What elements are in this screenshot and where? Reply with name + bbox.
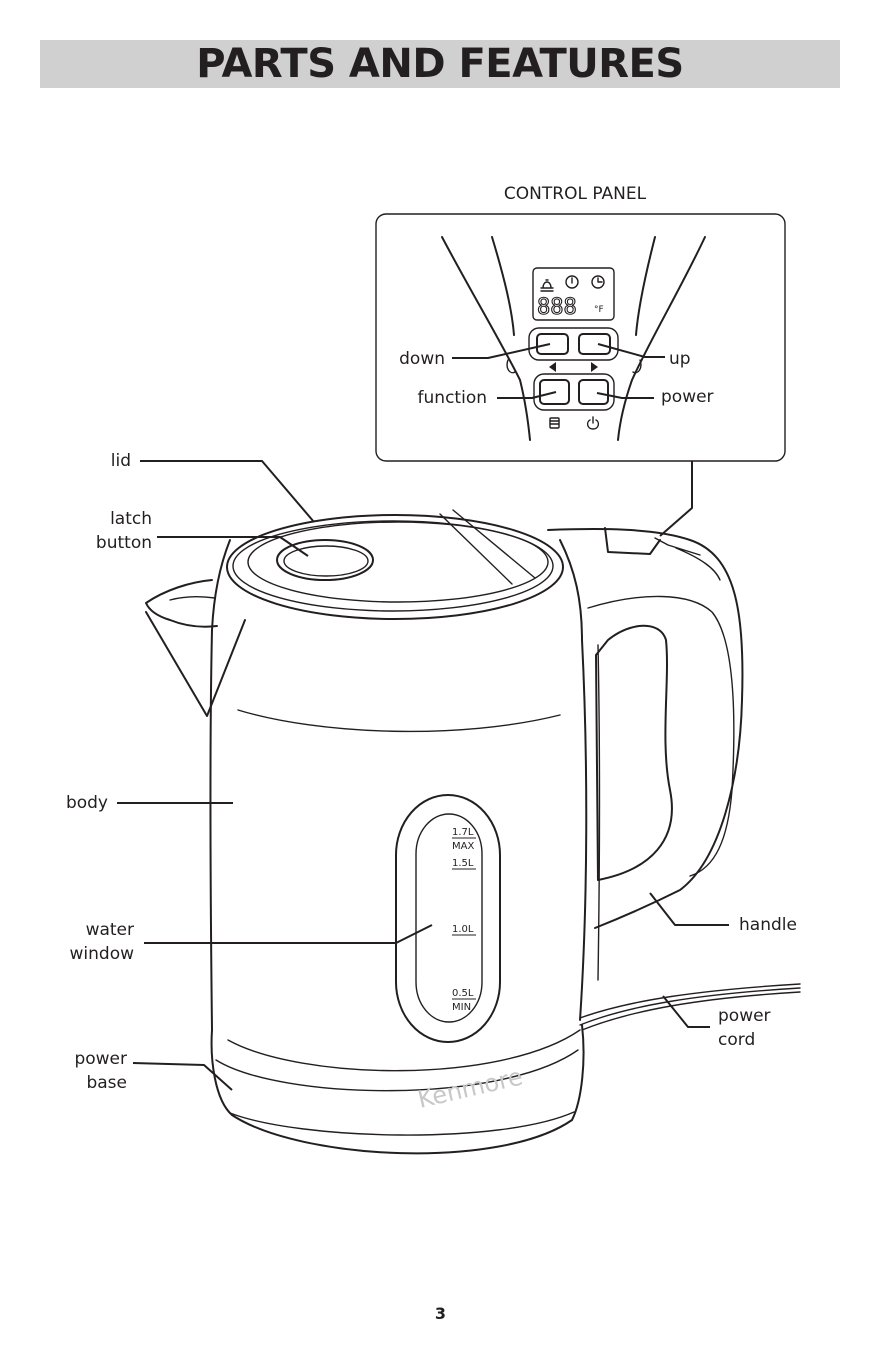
up-label: up xyxy=(669,349,691,369)
control-panel-frame xyxy=(376,214,785,461)
lid-hinge xyxy=(440,510,535,584)
lid-label: lid xyxy=(111,451,131,471)
down-label: down xyxy=(399,349,445,369)
body-label: body xyxy=(66,793,108,813)
latch-label-line2: button xyxy=(96,533,152,553)
kettle-status-icon xyxy=(541,280,553,291)
power-cord-label-line2: cord xyxy=(718,1030,755,1050)
water-window-label-line1: water xyxy=(86,920,134,940)
up-button[interactable] xyxy=(579,334,610,354)
lcd-temp-unit: °F xyxy=(594,305,604,315)
body-upper-seam xyxy=(238,710,560,731)
latch-label-line1: latch xyxy=(110,509,152,529)
lcd-digits: 888 xyxy=(537,295,577,320)
control-panel-heading: CONTROL PANEL xyxy=(504,184,647,204)
function-label: function xyxy=(418,388,487,408)
power-icon xyxy=(588,417,599,429)
mark-max-label: MAX xyxy=(452,841,474,852)
body-right-edge xyxy=(580,640,586,1020)
power-base-label-line2: base xyxy=(86,1073,127,1093)
power-leader xyxy=(597,393,654,398)
timer-icon xyxy=(592,276,604,288)
up-leader xyxy=(598,344,665,357)
left-arrow-icon xyxy=(549,362,556,372)
mark-1-5: 1.5L xyxy=(452,858,474,869)
mark-min-label: MIN xyxy=(452,1002,471,1013)
lid-rim-outer xyxy=(227,515,563,619)
page-number: 3 xyxy=(0,1304,881,1323)
water-level-marks: 1.7L MAX 1.5L 1.0L 0.5L MIN xyxy=(452,827,476,1013)
power-base xyxy=(212,1025,584,1153)
function-icon xyxy=(550,418,559,428)
panel-handle-left-outer xyxy=(442,237,530,440)
upper-button-bezel xyxy=(529,328,618,360)
function-leader xyxy=(497,392,556,398)
water-window-leader xyxy=(144,925,432,943)
handle-grip-opening xyxy=(596,626,672,880)
water-window-label-line2: window xyxy=(70,944,135,964)
handle-label: handle xyxy=(739,915,797,935)
mark-min-value: 0.5L xyxy=(452,988,474,999)
lid xyxy=(248,522,548,602)
down-button[interactable] xyxy=(537,334,568,354)
keep-warm-icon xyxy=(566,276,578,288)
power-label: power xyxy=(661,387,714,407)
body-top-right xyxy=(560,540,582,640)
panel-handle-right-inner xyxy=(636,237,655,335)
body-left-edge xyxy=(211,630,213,1030)
right-arrow-icon xyxy=(591,362,598,372)
spout-top xyxy=(146,580,217,627)
mark-1-0: 1.0L xyxy=(452,924,474,935)
power-cord-label-line1: power xyxy=(718,1006,771,1026)
body-top-left xyxy=(212,540,230,630)
spout xyxy=(146,612,245,716)
power-button[interactable] xyxy=(579,380,608,404)
lid-leader xyxy=(140,461,314,522)
panel-handle-left-inner xyxy=(492,237,514,335)
control-panel-connector xyxy=(660,461,692,536)
power-base-label-line1: power xyxy=(74,1049,127,1069)
panel-handle-right-outer xyxy=(618,237,705,440)
water-window xyxy=(396,795,500,1042)
mark-max-value: 1.7L xyxy=(452,827,474,838)
